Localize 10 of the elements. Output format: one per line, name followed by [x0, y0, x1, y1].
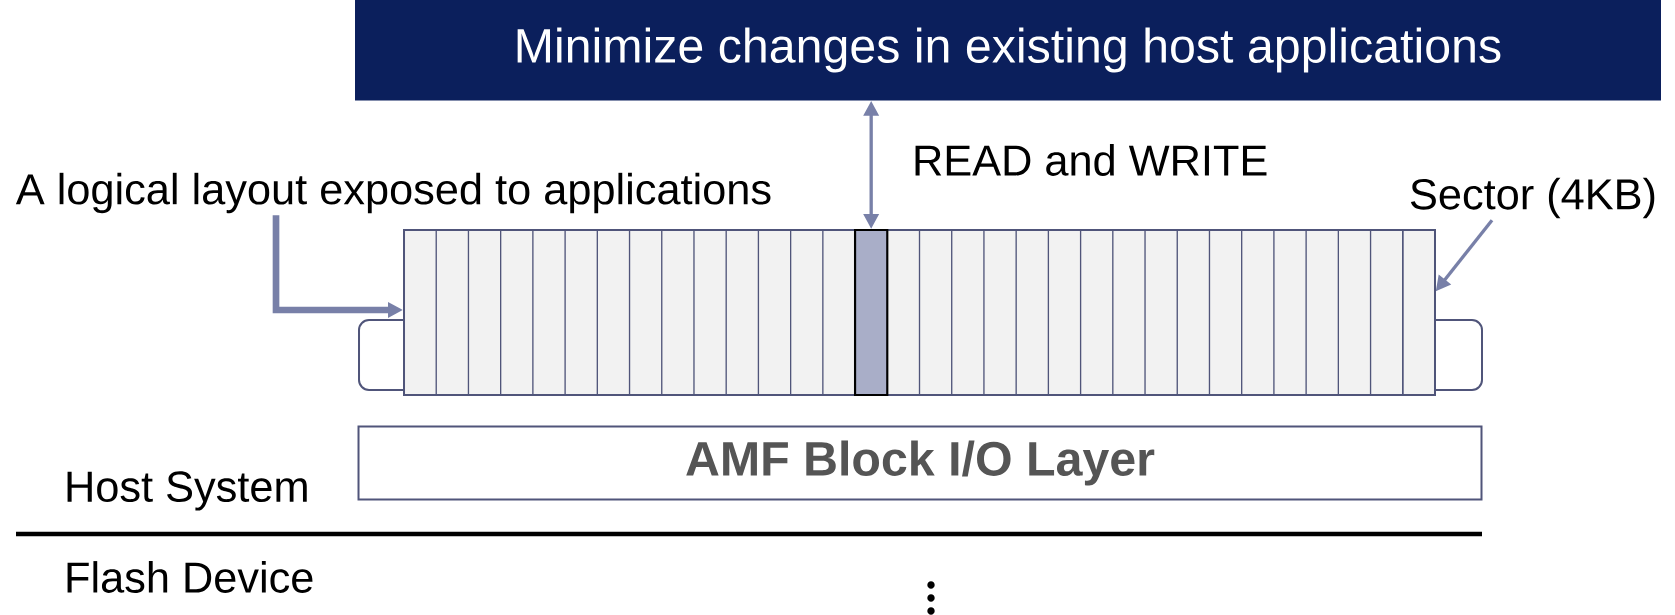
- callout-text: A logical layout exposed to applications: [15, 172, 771, 214]
- sector-cell: [854, 228, 889, 397]
- sector-array: [403, 229, 1436, 396]
- layer-box: AMF Block I/O Layer: [357, 425, 1483, 501]
- title-banner: Minimize changes in existing host applications: [355, 0, 1661, 101]
- callout-text: Sector (4KB): [1410, 177, 1655, 219]
- sector-cell: [1402, 229, 1436, 396]
- edge-label: READ and WRITE: [910, 142, 1271, 178]
- region-label: Host System: [67, 471, 307, 511]
- region-label: Flash Device: [67, 561, 313, 593]
